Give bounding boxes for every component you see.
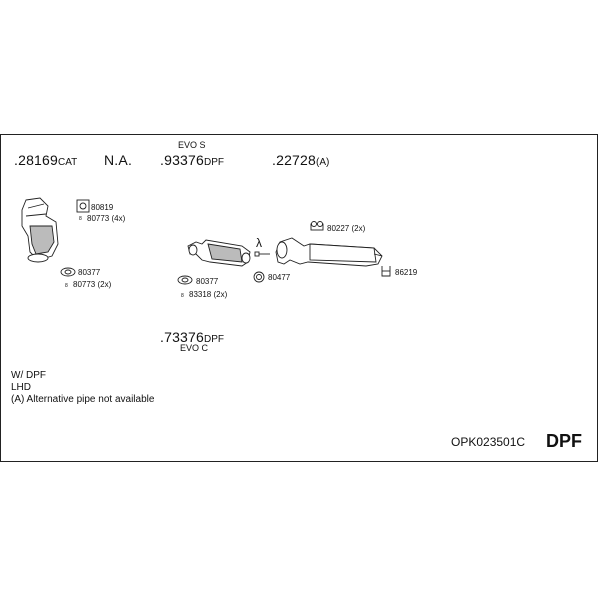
- part-suffix: CAT: [58, 157, 78, 168]
- diagram-frame: [0, 134, 598, 462]
- part-number: .93376: [160, 152, 205, 168]
- fitting-86219-label: 86219: [395, 268, 418, 277]
- part-number: N.A.: [104, 152, 133, 168]
- kit-type: DPF: [546, 431, 582, 451]
- flange-80819-icon: [76, 199, 90, 213]
- gasket-80377-icon: [60, 267, 76, 277]
- fitting-80377b-label: 80377: [196, 277, 219, 286]
- note-lhd: LHD: [11, 382, 32, 393]
- bolt-bullet: 8: [79, 216, 82, 222]
- fitting-80377a-label: 80377: [78, 268, 101, 277]
- note-dpf: W/ DPF: [11, 370, 46, 381]
- fitting-80227-label: 80227 (2x): [327, 224, 366, 233]
- rubber-mount-80227-icon: [310, 221, 324, 231]
- part-suffix: (A): [316, 157, 330, 168]
- lambda-sensor-icon: [254, 251, 270, 257]
- part-na: N.A.: [104, 152, 132, 168]
- evo-s-label: EVO S: [178, 140, 206, 150]
- bolt-bullet: 8: [181, 293, 184, 299]
- evo-c-label: EVO C: [180, 343, 209, 353]
- part-number: .28169: [14, 152, 59, 168]
- part-suffix: DPF: [204, 334, 225, 345]
- hanger-86219-icon: [381, 266, 391, 277]
- note-alternative-pipe: (A) Alternative pipe not available: [11, 394, 155, 405]
- fitting-80819-label: 80819: [91, 203, 114, 212]
- part-suffix: DPF: [204, 157, 225, 168]
- part-number: .22728: [272, 152, 317, 168]
- part-28169: .28169CAT: [14, 152, 77, 168]
- part-number: .73376: [160, 329, 205, 345]
- part-22728: .22728(A): [272, 152, 329, 168]
- clamp-80477-icon: [253, 271, 265, 283]
- fitting-80477-label: 80477: [268, 273, 291, 282]
- fitting-83318-label: 83318 (2x): [189, 290, 228, 299]
- lambda-symbol: λ: [256, 236, 262, 250]
- dpf-filter-icon: [187, 239, 251, 267]
- part-73376: .73376DPF: [160, 329, 224, 345]
- bolt-bullet: 8: [65, 283, 68, 289]
- catalytic-converter-icon: [21, 197, 59, 263]
- fitting-80773b-label: 80773 (2x): [73, 280, 112, 289]
- rear-silencer-icon: [275, 237, 383, 267]
- part-93376: .93376DPF: [160, 152, 224, 168]
- gasket-80377-icon: [177, 275, 193, 285]
- kit-code: OPK023501C: [451, 435, 526, 449]
- fitting-80773a-label: 80773 (4x): [87, 214, 126, 223]
